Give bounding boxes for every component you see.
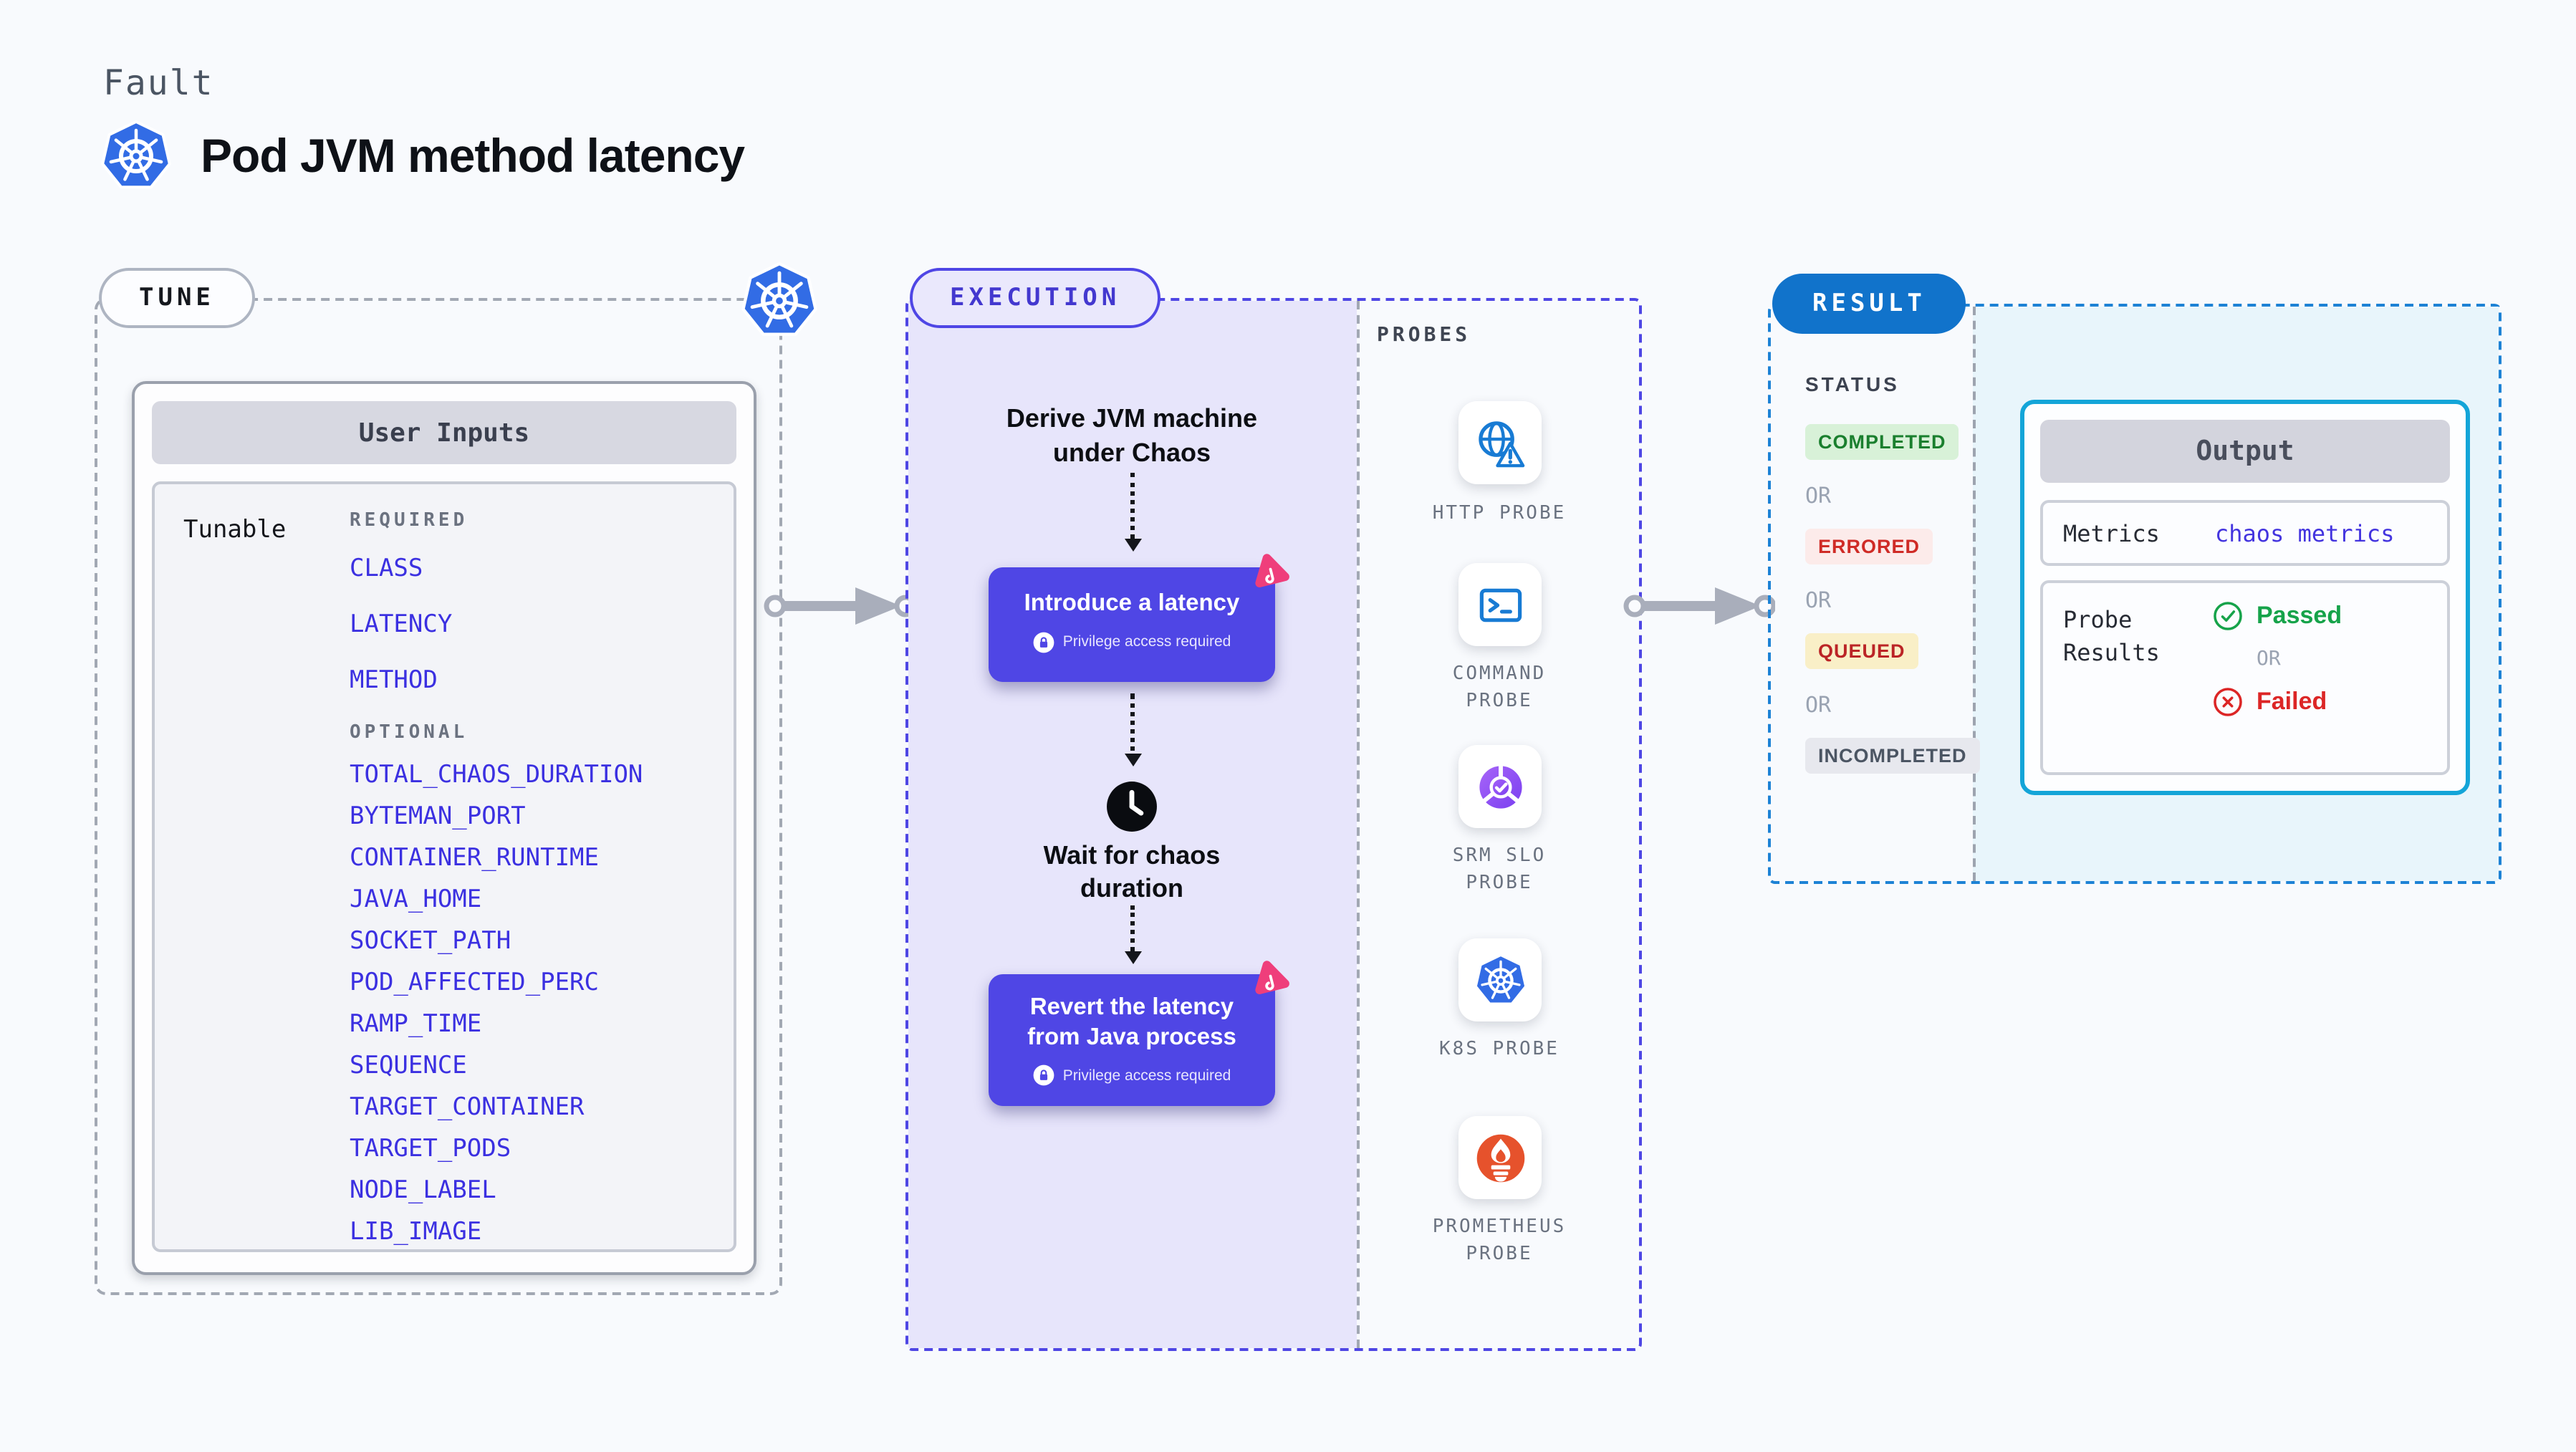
env-var: BYTEMAN_PORT bbox=[350, 802, 526, 831]
slo-check-icon bbox=[1479, 764, 1522, 808]
env-var: CLASS bbox=[350, 554, 423, 583]
failed-label: Failed bbox=[2257, 688, 2327, 715]
required-heading: REQUIRED bbox=[350, 510, 468, 532]
kubernetes-logo-icon bbox=[100, 120, 172, 192]
or-label: OR bbox=[1805, 587, 1832, 613]
command-probe-card bbox=[1458, 563, 1542, 646]
output-panel: Output Metrics chaos metrics Probe Resul… bbox=[2020, 400, 2470, 795]
env-var: RAMP_TIME bbox=[350, 1010, 482, 1039]
tunable-label: Tunable bbox=[183, 516, 287, 544]
result-badge: RESULT bbox=[1772, 274, 1966, 334]
tune-section: TUNE User Inputs Tunable REQUIRED CLASS … bbox=[95, 298, 782, 1295]
metrics-row: Metrics chaos metrics bbox=[2040, 500, 2450, 566]
env-var: TOTAL_CHAOS_DURATION bbox=[350, 761, 643, 789]
chaos-pink-icon bbox=[1251, 552, 1289, 590]
probes-heading: PROBES bbox=[1377, 324, 1471, 347]
env-var: TARGET_CONTAINER bbox=[350, 1093, 585, 1122]
env-var: LATENCY bbox=[350, 610, 453, 639]
probe-label: COMMAND PROBE bbox=[1452, 663, 1547, 712]
status-heading: STATUS bbox=[1805, 372, 1900, 395]
or-label: OR bbox=[1805, 692, 1832, 718]
probes-pane: PROBES HTTP PROBE COMMA bbox=[1357, 301, 1639, 1348]
flow-arrow-down bbox=[1124, 905, 1141, 964]
x-circle-icon bbox=[2214, 688, 2242, 716]
introduce-latency-label: Introduce a latency bbox=[1024, 590, 1240, 616]
user-inputs-title: User Inputs bbox=[152, 401, 736, 464]
arrow-execution-to-result bbox=[1623, 582, 1775, 630]
env-var: METHOD bbox=[350, 666, 438, 695]
status-column: STATUS COMPLETED OR ERRORED OR QUEUED OR… bbox=[1805, 372, 1984, 797]
prometheus-probe-card bbox=[1458, 1116, 1542, 1199]
result-section: RESULT STATUS COMPLETED OR ERRORED OR QU… bbox=[1768, 274, 2501, 884]
privilege-note: Privilege access required bbox=[1062, 633, 1231, 651]
prometheus-flame-icon bbox=[1476, 1133, 1524, 1182]
status-badge-completed: COMPLETED bbox=[1805, 424, 1959, 460]
execution-badge: EXECUTION bbox=[910, 268, 1161, 328]
fault-eyebrow: Fault bbox=[103, 63, 214, 103]
optional-heading: OPTIONAL bbox=[350, 722, 468, 744]
lock-icon bbox=[1033, 631, 1054, 653]
kubernetes-icon bbox=[741, 262, 818, 340]
env-var: NODE_LABEL bbox=[350, 1176, 496, 1205]
env-var: JAVA_HOME bbox=[350, 885, 482, 914]
revert-latency-card: Revert the latency from Java process Pri… bbox=[989, 974, 1275, 1106]
lock-icon bbox=[1033, 1065, 1054, 1087]
check-circle-icon bbox=[2214, 602, 2242, 630]
or-label: OR bbox=[1805, 483, 1832, 509]
srm-slo-probe-card bbox=[1458, 745, 1542, 828]
probe-results-label: Probe Results bbox=[2063, 606, 2160, 667]
tune-badge: TUNE bbox=[99, 268, 255, 328]
env-var: SOCKET_PATH bbox=[350, 927, 511, 956]
introduce-latency-card: Introduce a latency Privilege access req… bbox=[989, 567, 1275, 682]
wait-step-label: Wait for chaos duration bbox=[1043, 841, 1221, 903]
user-inputs-body: Tunable REQUIRED CLASS LATENCY METHOD OP… bbox=[152, 481, 736, 1252]
k8s-probe-card bbox=[1458, 938, 1542, 1021]
terminal-icon bbox=[1479, 587, 1522, 622]
env-var: POD_AFFECTED_PERC bbox=[350, 968, 599, 997]
probe-label: HTTP PROBE bbox=[1432, 503, 1567, 524]
env-var: TARGET_PODS bbox=[350, 1135, 511, 1163]
probe-label: SRM SLO PROBE bbox=[1452, 845, 1547, 894]
execution-flow-pane: Derive JVM machine under Chaos Introduce… bbox=[908, 301, 1357, 1348]
env-var: LIB_IMAGE bbox=[350, 1218, 482, 1246]
page-title-row: Pod JVM method latency bbox=[100, 120, 745, 192]
http-probe-card bbox=[1458, 401, 1542, 484]
metrics-label: Metrics bbox=[2063, 519, 2160, 547]
flow-arrow-down bbox=[1124, 693, 1141, 766]
arrow-tune-to-execution bbox=[764, 582, 915, 630]
env-var: SEQUENCE bbox=[350, 1052, 467, 1080]
probe-results-row: Probe Results Passed OR bbox=[2040, 580, 2450, 775]
user-inputs-card: User Inputs Tunable REQUIRED CLASS LATEN… bbox=[132, 381, 756, 1275]
output-title: Output bbox=[2040, 420, 2450, 483]
env-var-list: REQUIRED CLASS LATENCY METHOD OPTIONAL T… bbox=[350, 484, 734, 1246]
metrics-value: chaos metrics bbox=[2215, 519, 2395, 547]
or-label: OR bbox=[2257, 648, 2281, 670]
derive-step-label: Derive JVM machine under Chaos bbox=[1006, 404, 1258, 468]
revert-latency-label: Revert the latency from Java process bbox=[1027, 994, 1236, 1050]
chaos-pink-icon bbox=[1251, 958, 1289, 997]
probe-label: PROMETHEUS PROBE bbox=[1432, 1216, 1567, 1265]
flow-arrow-down bbox=[1124, 473, 1141, 552]
page-title: Pod JVM method latency bbox=[201, 129, 745, 182]
passed-label: Passed bbox=[2257, 602, 2342, 629]
env-var: CONTAINER_RUNTIME bbox=[350, 844, 599, 872]
status-badge-errored: ERRORED bbox=[1805, 529, 1933, 564]
status-badge-queued: QUEUED bbox=[1805, 633, 1918, 669]
clock-icon bbox=[1107, 782, 1157, 832]
execution-section: Derive JVM machine under Chaos Introduce… bbox=[905, 268, 1642, 1351]
status-badge-incompleted: INCOMPLETED bbox=[1805, 738, 1980, 774]
globe-alert-icon bbox=[1478, 420, 1524, 467]
privilege-note: Privilege access required bbox=[1062, 1067, 1231, 1085]
kubernetes-icon bbox=[1474, 953, 1527, 1006]
probe-label: K8S PROBE bbox=[1439, 1039, 1559, 1060]
